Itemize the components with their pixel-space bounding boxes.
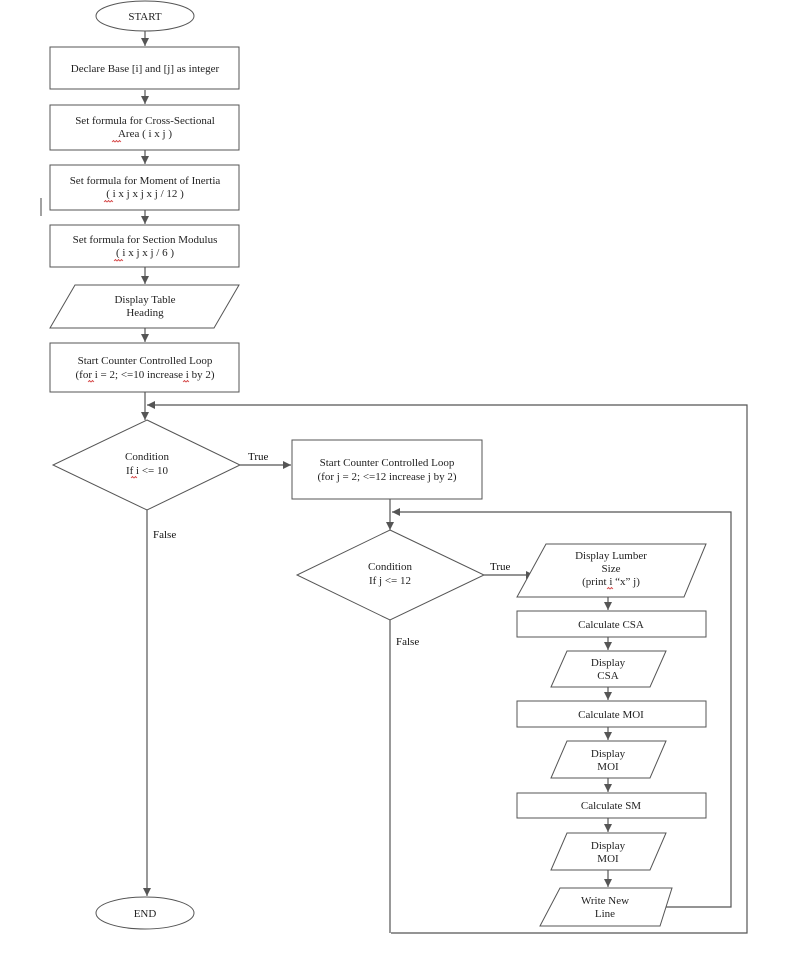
sm-formula-line2: ( i x j x j / 6 )	[116, 247, 174, 259]
inner-loop-process	[291, 439, 483, 500]
moi-formula-line2: ( i x j x j x j / 12 )	[106, 188, 184, 200]
calc-csa-process	[516, 610, 707, 638]
inner-condition-decision	[295, 529, 486, 621]
display-lumber-line3: (print i “x” j)	[582, 576, 640, 588]
display-sm-line2: MOI	[597, 853, 619, 865]
spellcheck-squiggle	[111, 139, 122, 143]
spellcheck-squiggle	[103, 199, 114, 203]
moi-formula-process	[49, 164, 240, 211]
spellcheck-squiggle	[182, 379, 190, 383]
display-heading-line2: Heading	[126, 307, 164, 319]
arrow-inner-loopback	[392, 508, 732, 908]
display-sm-line1: Display	[591, 840, 626, 852]
declare-label: Declare Base [i] and [j] as integer	[71, 63, 220, 75]
outer-loop-line1: Start Counter Controlled Loop	[78, 355, 213, 367]
display-sm-io	[550, 832, 667, 871]
calc-sm-label: Calculate SM	[581, 800, 641, 812]
display-moi-line1: Display	[591, 748, 626, 760]
outer-condition-decision	[51, 419, 242, 511]
arrow-outer-loopback	[147, 401, 748, 934]
csa-formula-line2: Area ( i x j )	[118, 128, 172, 140]
spellcheck-squiggle	[130, 475, 138, 479]
csa-formula-process	[49, 104, 240, 151]
display-moi-line2: MOI	[597, 761, 619, 773]
inner-condition-line2: If j <= 12	[369, 575, 411, 587]
spellcheck-marks	[87, 139, 614, 590]
spellcheck-squiggle	[87, 379, 95, 383]
calc-moi-label: Calculate MOI	[578, 709, 644, 721]
inner-loop-line2: (for j = 2; <=12 increase j by 2)	[318, 471, 457, 483]
outer-false-label: False	[153, 529, 176, 541]
end-terminal	[95, 896, 195, 930]
inner-condition-line1: Condition	[368, 561, 413, 573]
display-lumber-line2: Size	[602, 563, 621, 575]
display-csa-line1: Display	[591, 657, 626, 669]
connectors	[141, 31, 748, 934]
declare-process	[49, 46, 240, 90]
write-line-line2: Line	[595, 908, 615, 920]
write-line-line1: Write New	[581, 895, 629, 907]
calc-sm-process	[516, 792, 707, 819]
display-lumber-io	[516, 543, 707, 598]
inner-false-label: False	[396, 636, 419, 648]
display-lumber-line1: Display Lumber	[575, 550, 647, 562]
outer-loop-line2: (for i = 2; <=10 increase i by 2)	[76, 369, 215, 381]
start-label: START	[128, 11, 162, 23]
outer-loop-process	[49, 342, 240, 393]
display-moi-io	[550, 740, 667, 779]
moi-formula-line1: Set formula for Moment of Inertia	[70, 175, 221, 187]
write-line-io	[539, 887, 673, 927]
display-csa-line2: CSA	[597, 670, 618, 682]
start-terminal	[95, 0, 195, 32]
display-csa-io	[550, 650, 667, 688]
spellcheck-squiggle	[606, 586, 614, 590]
csa-formula-line1: Set formula for Cross-Sectional	[75, 115, 215, 127]
sm-formula-line1: Set formula for Section Modulus	[73, 234, 218, 246]
inner-loop-line1: Start Counter Controlled Loop	[320, 457, 455, 469]
display-heading-line1: Display Table	[114, 294, 175, 306]
outer-condition-line2: If i <= 10	[126, 465, 169, 477]
end-label: END	[134, 908, 157, 920]
outer-condition-line1: Condition	[125, 451, 170, 463]
spellcheck-squiggle	[113, 258, 124, 262]
calc-csa-label: Calculate CSA	[578, 619, 644, 631]
calc-moi-process	[516, 700, 707, 728]
display-heading-io	[49, 284, 240, 329]
inner-true-label: True	[490, 561, 510, 573]
sm-formula-process	[49, 224, 240, 268]
outer-true-label: True	[248, 451, 268, 463]
